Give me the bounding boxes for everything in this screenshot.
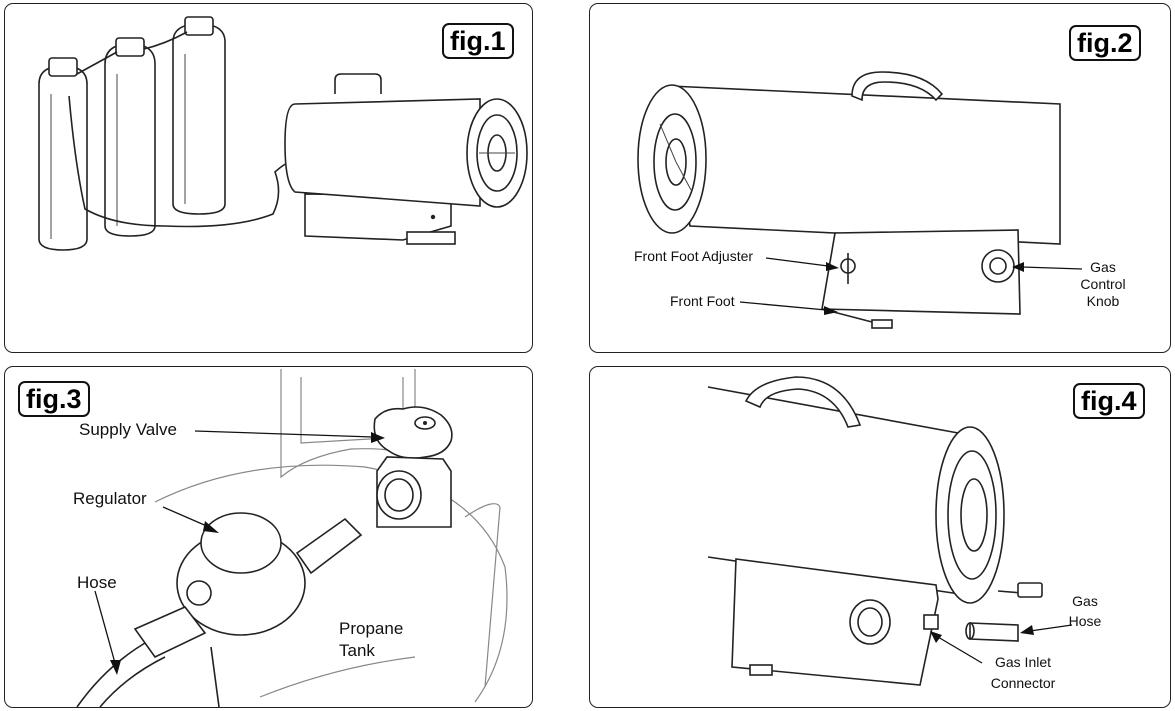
fig2-illustration — [637, 71, 1083, 329]
propane-cylinder-2 — [104, 37, 156, 237]
fig4-badge: fig.4 — [1073, 383, 1145, 419]
figure-3-panel: fig.3 Supply Valve Regulator Hose Propan… — [4, 366, 533, 708]
gas-hose-fitting — [965, 622, 1019, 642]
fig1-illustration — [38, 16, 528, 251]
propane-tank-label-line1: Propane — [339, 619, 404, 638]
gas-hose-label-line2: Hose — [1068, 613, 1102, 629]
supply-valve-label: Supply Valve — [79, 420, 177, 439]
propane-tank-label-line2: Tank — [339, 641, 375, 660]
regulator — [176, 512, 363, 636]
supply-valve — [373, 406, 453, 528]
gas-control-knob-label: Gas Control Knob — [1080, 259, 1126, 309]
gas-inlet-connector-label-line1: Gas Inlet — [994, 654, 1052, 670]
fig3-badge: fig.3 — [18, 381, 90, 417]
heater-body — [637, 71, 1061, 329]
fig2-badge: fig.2 — [1069, 25, 1141, 61]
fig4-illustration — [707, 376, 1073, 686]
propane-cylinder-1 — [38, 57, 88, 251]
figure-2-panel: fig.2 Front Foot Adjuster Front Foot Gas… — [589, 3, 1171, 353]
fig3-illustration — [76, 369, 508, 707]
propane-cylinder-3 — [172, 16, 226, 215]
front-foot-adjuster-label: Front Foot Adjuster — [634, 248, 754, 264]
hose — [76, 606, 220, 707]
front-foot-label: Front Foot — [670, 293, 735, 309]
fig1-badge: fig.1 — [442, 23, 514, 59]
gas-inlet-connector-label-line2: Connector — [990, 675, 1056, 691]
gas-hose-label-line1: Gas — [1072, 593, 1098, 609]
regulator-label: Regulator — [73, 489, 147, 508]
hose-label: Hose — [77, 573, 117, 592]
figure-4-panel: fig.4 Gas Hose Gas Inlet Connector — [589, 366, 1171, 708]
figure-1-panel: fig.1 — [4, 3, 533, 353]
heater-body — [707, 376, 1043, 686]
heater-unit — [284, 73, 528, 245]
